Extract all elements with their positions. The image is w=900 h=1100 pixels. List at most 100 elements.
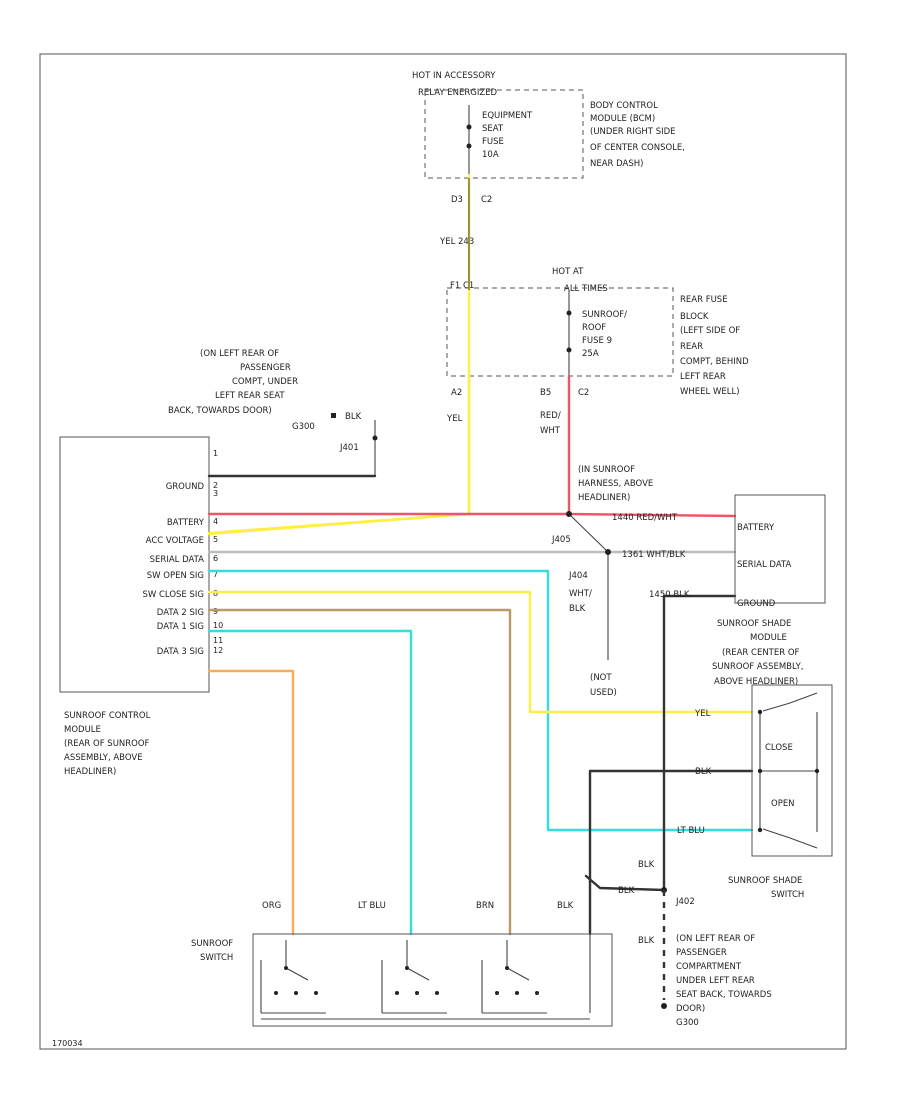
shade-module-ground: GROUND xyxy=(737,599,776,609)
shade-switch-wire-yel: YEL xyxy=(694,709,711,719)
control-module-pin-12: 12 xyxy=(213,646,223,655)
sunroof-switch-wire-brn: BRN xyxy=(476,901,494,911)
shade-switch-wire-blk: BLK xyxy=(695,767,712,777)
control-module-box xyxy=(59,436,210,693)
bcm-location-4: OF CENTER CONSOLE, xyxy=(590,143,685,153)
switch-pivot-2 xyxy=(505,966,509,970)
harness-splice-j405: J405 xyxy=(551,535,571,545)
bcm-pin-d3: D3 xyxy=(451,195,463,205)
shade-module-wire-1: 1440 RED/WHT xyxy=(612,513,678,523)
rear-fuse-line3: FUSE 9 xyxy=(582,336,612,346)
control-module-loc-5: HEADLINER) xyxy=(64,767,116,777)
rear-fuse-pin-c2: C2 xyxy=(578,388,589,398)
bcm-location-2: MODULE (BCM) xyxy=(590,114,655,124)
bcm-dashed-box xyxy=(424,89,584,179)
control-module-pin-label-10: DATA 1 SIG xyxy=(157,622,204,632)
sunroof-switch-label-2: SWITCH xyxy=(200,953,233,963)
harness-splice-j404: J404 xyxy=(568,571,588,581)
sunroof-switch-contacts xyxy=(260,934,591,1020)
rear-fuse-pin-a2: A2 xyxy=(451,388,462,398)
rear-fuse-line2: ROOF xyxy=(582,323,606,333)
control-module-pin-label-7: SW OPEN SIG xyxy=(147,571,204,581)
bcm-header2: RELAY ENERGIZED xyxy=(418,88,498,98)
control-module-loc-1: SUNROOF CONTROL xyxy=(64,711,151,721)
rear-fuse-right-wire-2: WHT xyxy=(540,426,561,436)
wire-blk-shade-switch xyxy=(588,769,754,936)
control-module-pin-3: 3 xyxy=(213,489,218,498)
g300-top-loc-5: BACK, TOWARDS DOOR) xyxy=(168,406,272,416)
switch-contact-b-0 xyxy=(294,991,298,995)
rear-fuse-loc-4: REAR xyxy=(680,342,703,352)
g300-bottom-loc-7: G300 xyxy=(676,1018,699,1028)
rear-fuse-block: HOT AT ALL TIMES F1 C1 SUNROOF/ ROOF FUS… xyxy=(446,267,749,436)
switch-contact-c-1 xyxy=(435,991,439,995)
bcm-location-3: (UNDER RIGHT SIDE xyxy=(590,127,676,137)
harness-loc-3: HEADLINER) xyxy=(578,493,630,503)
rear-fuse-loc-1: REAR FUSE xyxy=(680,295,728,305)
harness-loc-2: HARNESS, ABOVE xyxy=(578,479,653,489)
shade-module-loc-1: SUNROOF SHADE xyxy=(717,619,791,629)
bcm-header: HOT IN ACCESSORY xyxy=(412,71,496,81)
switch-blade-1 xyxy=(406,967,430,981)
g300-top-wire: BLK xyxy=(345,412,362,422)
switch-contact-b-1 xyxy=(415,991,419,995)
shade-module-loc-4: SUNROOF ASSEMBLY, xyxy=(712,662,804,672)
g300-bottom-wire3: BLK xyxy=(638,936,655,946)
switch-contact-a-2 xyxy=(495,991,499,995)
figure-id: 170034 xyxy=(52,1039,83,1048)
switch-pivot-1 xyxy=(405,966,409,970)
control-module-pin-6: 6 xyxy=(213,554,218,563)
rear-fuse-loc-3: (LEFT SIDE OF xyxy=(680,326,740,336)
g300-top-splice: J401 xyxy=(339,443,359,453)
wire-orange-1329 xyxy=(207,669,295,936)
rear-fuse-loc-6: LEFT REAR xyxy=(680,372,726,382)
sunroof-switch-wire-ltblu: LT BLU xyxy=(358,901,386,911)
bottom-ground: BLK BLK J402 BLK (ON LEFT REAR OF PASSEN… xyxy=(618,860,772,1028)
control-module-pin-10: 10 xyxy=(213,621,223,630)
g300-bottom-loc-6: DOOR) xyxy=(676,1004,705,1014)
control-module-pin-label-2: GROUND xyxy=(166,482,205,492)
harness-loc-1: (IN SUNROOF xyxy=(578,465,635,475)
rear-fuse-top-pins: F1 C1 xyxy=(450,281,474,291)
control-module-pin-label-4: BATTERY xyxy=(167,518,205,528)
splice-dot-serial xyxy=(605,549,611,555)
control-module-pin-7: 7 xyxy=(213,570,218,579)
bcm-wire-label: YEL 243 xyxy=(439,237,474,247)
harness-wire2-1: WHT/ xyxy=(569,589,592,599)
rear-fuse-right-wire-1: RED/ xyxy=(540,411,561,421)
rear-fuse-left-wire: YEL xyxy=(446,414,463,424)
wire-yellow-1325 xyxy=(207,590,754,714)
control-module-pin-11: 11 xyxy=(213,636,223,645)
bcm-fuse-line1: EQUIPMENT xyxy=(482,111,533,121)
control-module-pin-label-9: DATA 2 SIG xyxy=(157,608,204,618)
switch-blade-0 xyxy=(285,967,309,981)
bcm-location-1: BODY CONTROL xyxy=(590,101,658,111)
bcm-location-5: NEAR DASH) xyxy=(590,159,643,169)
shade-module-loc-3: (REAR CENTER OF xyxy=(722,648,800,658)
rear-fuse-pin-b5: B5 xyxy=(540,388,551,398)
control-module-pin-1: 1 xyxy=(213,449,218,458)
shade-switch-open: OPEN xyxy=(771,799,795,809)
g300-bottom-splice: J402 xyxy=(675,897,695,907)
splice-dot-red xyxy=(566,511,572,517)
shade-switch-box xyxy=(751,684,833,857)
control-module-loc-4: ASSEMBLY, ABOVE xyxy=(64,753,143,763)
control-module-loc-2: MODULE xyxy=(64,725,101,735)
shade-module-wire-3: 1450 BLK xyxy=(649,590,690,600)
bcm-fuse-line3: FUSE xyxy=(482,137,504,147)
harness-wire2-2: BLK xyxy=(569,604,586,614)
wire-ltblu-1327 xyxy=(207,629,413,936)
control-module-pin-label-6: SERIAL DATA xyxy=(150,555,205,565)
switch-contact-b-2 xyxy=(515,991,519,995)
shade-module-wire-2: 1361 WHT/BLK xyxy=(622,550,686,560)
control-module-pin-5: 5 xyxy=(213,535,218,544)
g300-bottom-loc-1: (ON LEFT REAR OF xyxy=(676,934,755,944)
g300-top-loc-6: G300 xyxy=(292,422,315,432)
rear-fuse-dashed-box xyxy=(446,287,674,377)
shade-module-loc-5: ABOVE HEADLINER) xyxy=(714,677,798,687)
g300-bottom-wire2: BLK xyxy=(618,886,635,896)
bcm-pin-c2: C2 xyxy=(481,195,492,205)
shade-module-loc-2: MODULE xyxy=(750,633,787,643)
harness-not-used-1: (NOT xyxy=(590,673,612,683)
